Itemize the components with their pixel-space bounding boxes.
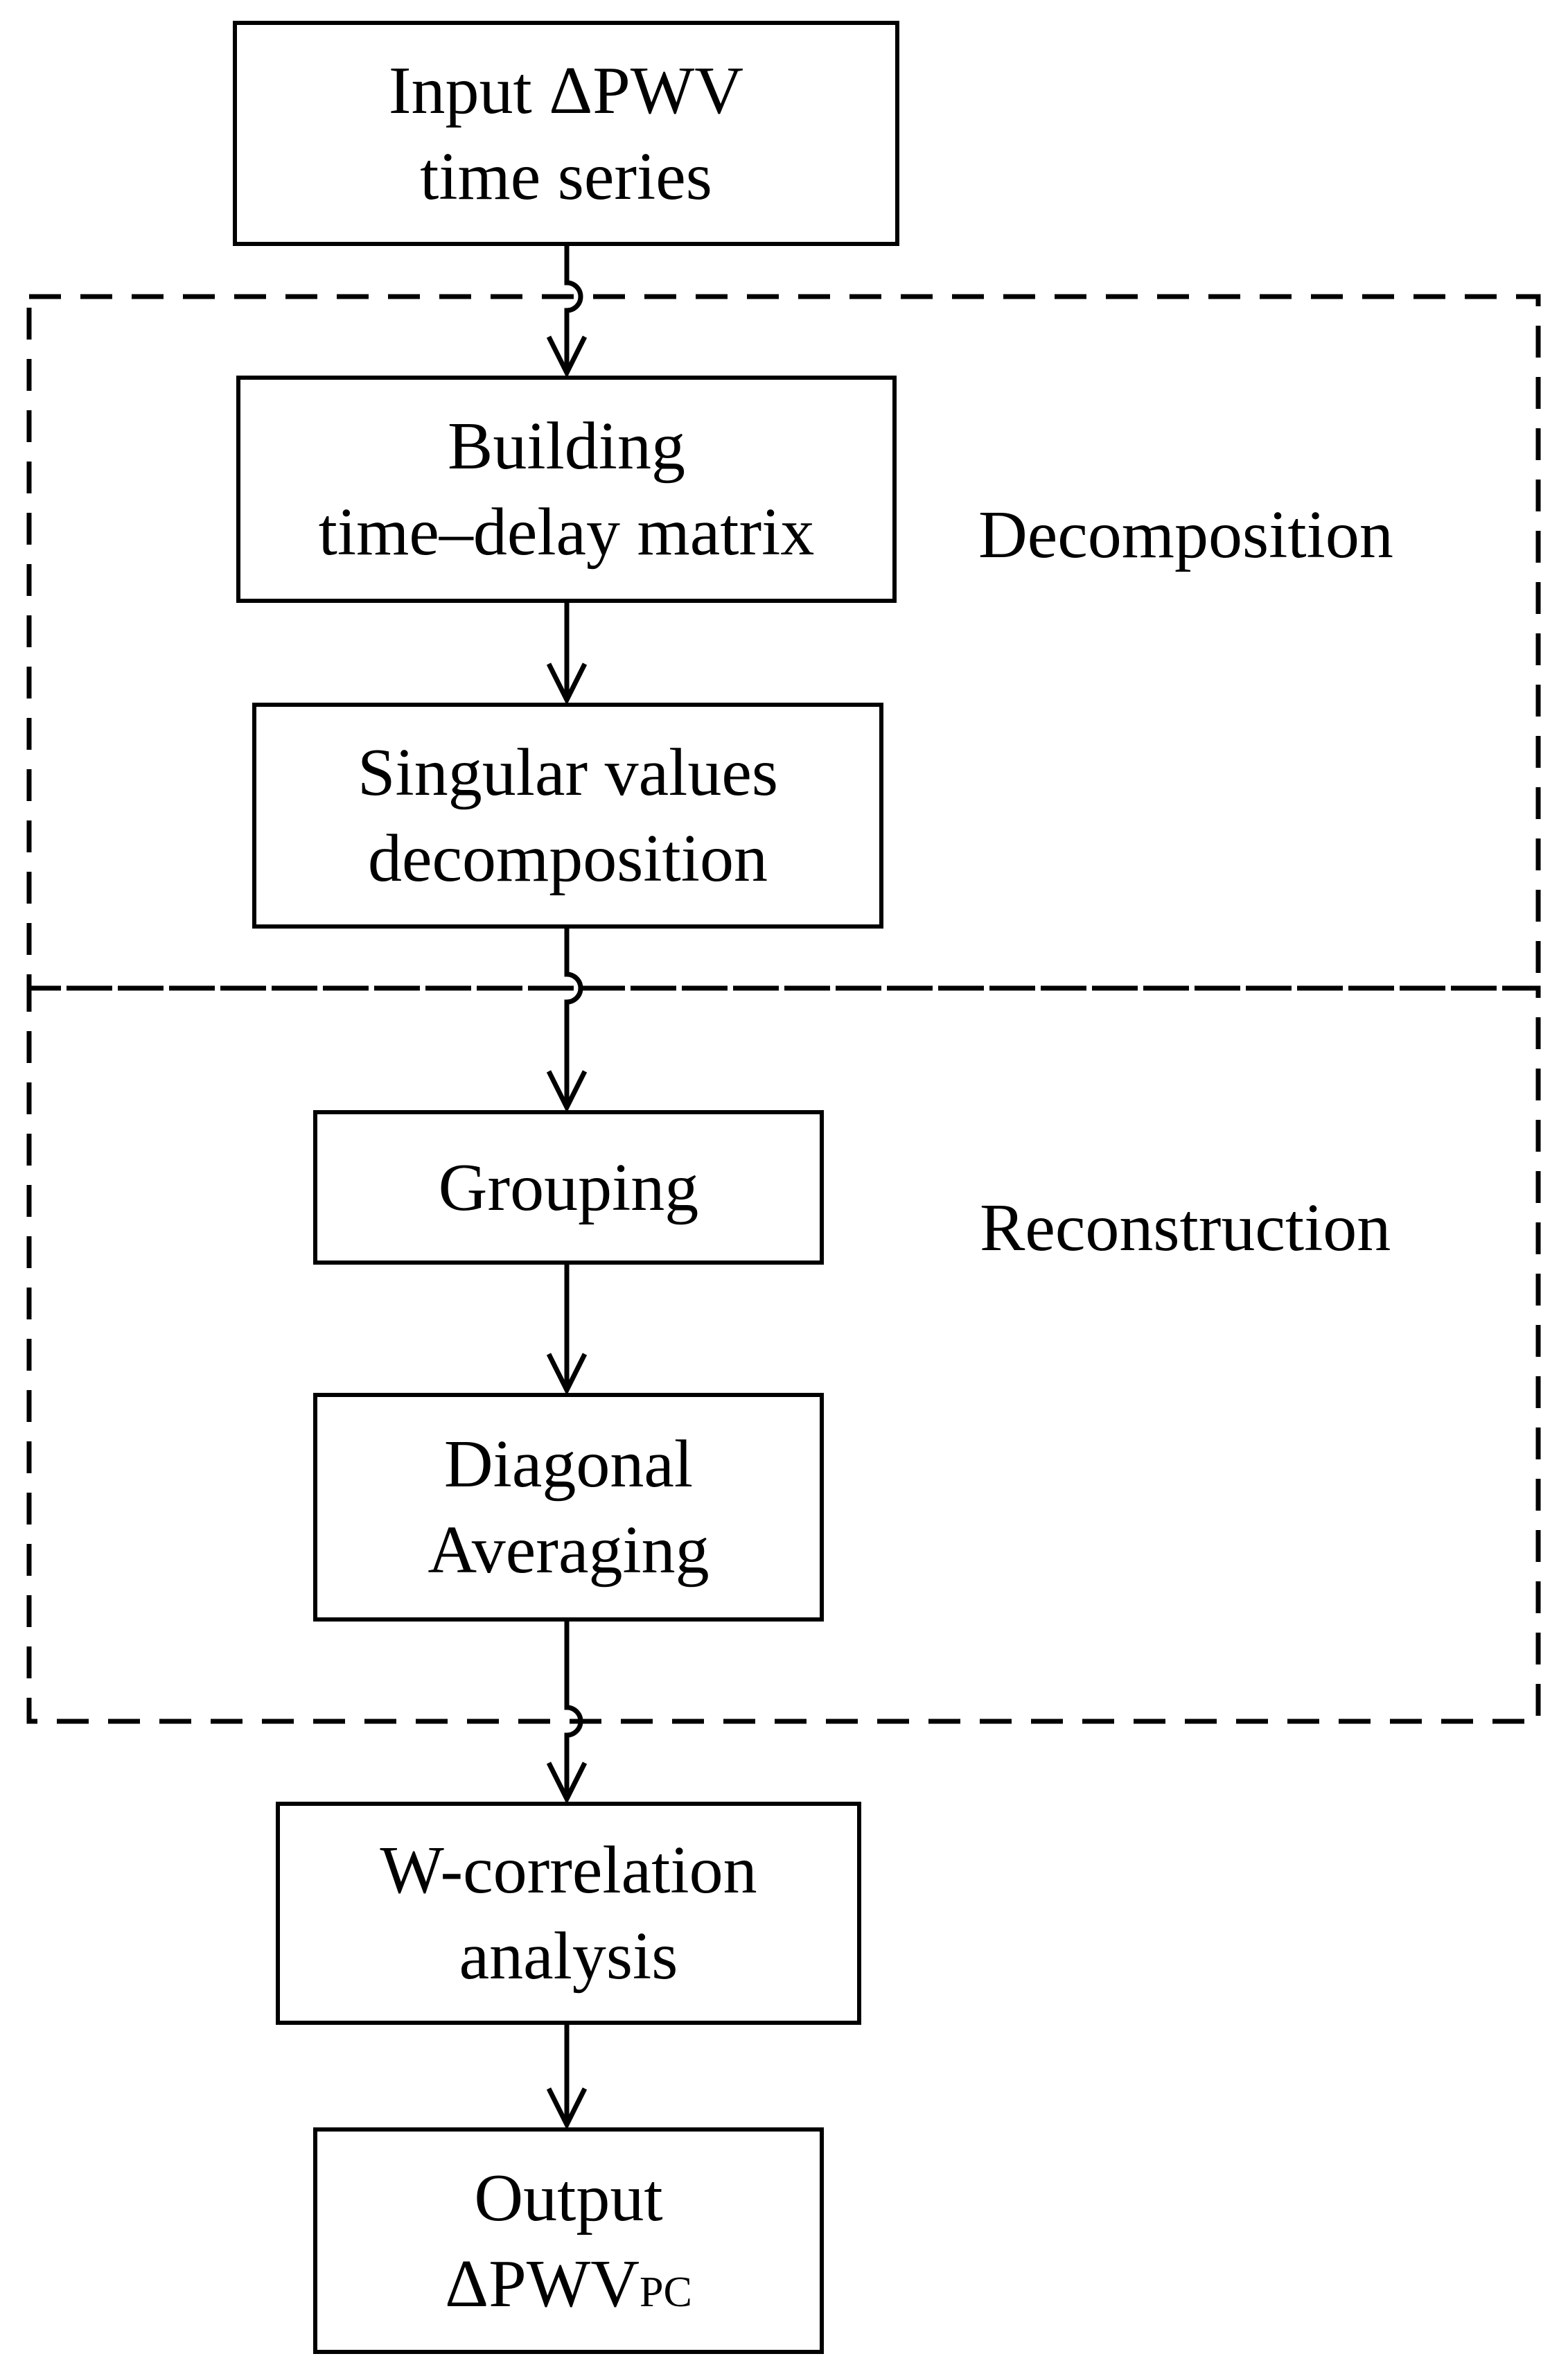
- reconstruction-label: Reconstruction: [980, 1191, 1391, 1265]
- output-node-line2: ΔPWVPC: [445, 2241, 692, 2327]
- building-node-line1: Building: [447, 409, 686, 484]
- arrow-input-to-building: [567, 246, 581, 373]
- svd-node-line2: decomposition: [367, 821, 768, 896]
- wcorr-node-line2: analysis: [459, 1919, 678, 1994]
- arrow-svd-to-grouping: [567, 929, 581, 1107]
- grouping-node-line1: Grouping: [438, 1150, 699, 1225]
- diagonal-node-line2: Averaging: [428, 1513, 710, 1588]
- output-node: Output ΔPWVPC: [313, 2127, 824, 2354]
- output-node-main: ΔPWV: [445, 2246, 640, 2321]
- input-node-line1: Input ΔPWV: [388, 53, 744, 128]
- diagonal-averaging-node: Diagonal Averaging: [313, 1393, 824, 1622]
- wcorr-node-line1: W-correlation: [380, 1833, 757, 1908]
- arrow-diagonal-to-wcorr: [567, 1622, 581, 1799]
- reconstruction-region: [26, 985, 1541, 1724]
- building-node-line2: time–delay matrix: [318, 495, 815, 570]
- output-node-line1: Output: [474, 2160, 663, 2235]
- grouping-node: Grouping: [313, 1110, 824, 1265]
- building-matrix-node: Building time–delay matrix: [236, 376, 897, 603]
- input-node-line2: time series: [420, 139, 712, 214]
- decomposition-label: Decomposition: [978, 498, 1393, 572]
- output-node-subscript: PC: [639, 2268, 692, 2316]
- input-node: Input ΔPWV time series: [233, 21, 899, 246]
- decomposition-region: [26, 294, 1541, 991]
- svd-node: Singular values decomposition: [252, 703, 883, 929]
- w-correlation-node: W-correlation analysis: [276, 1802, 861, 2025]
- diagonal-node-line1: Diagonal: [443, 1427, 694, 1502]
- svd-node-line1: Singular values: [358, 735, 778, 810]
